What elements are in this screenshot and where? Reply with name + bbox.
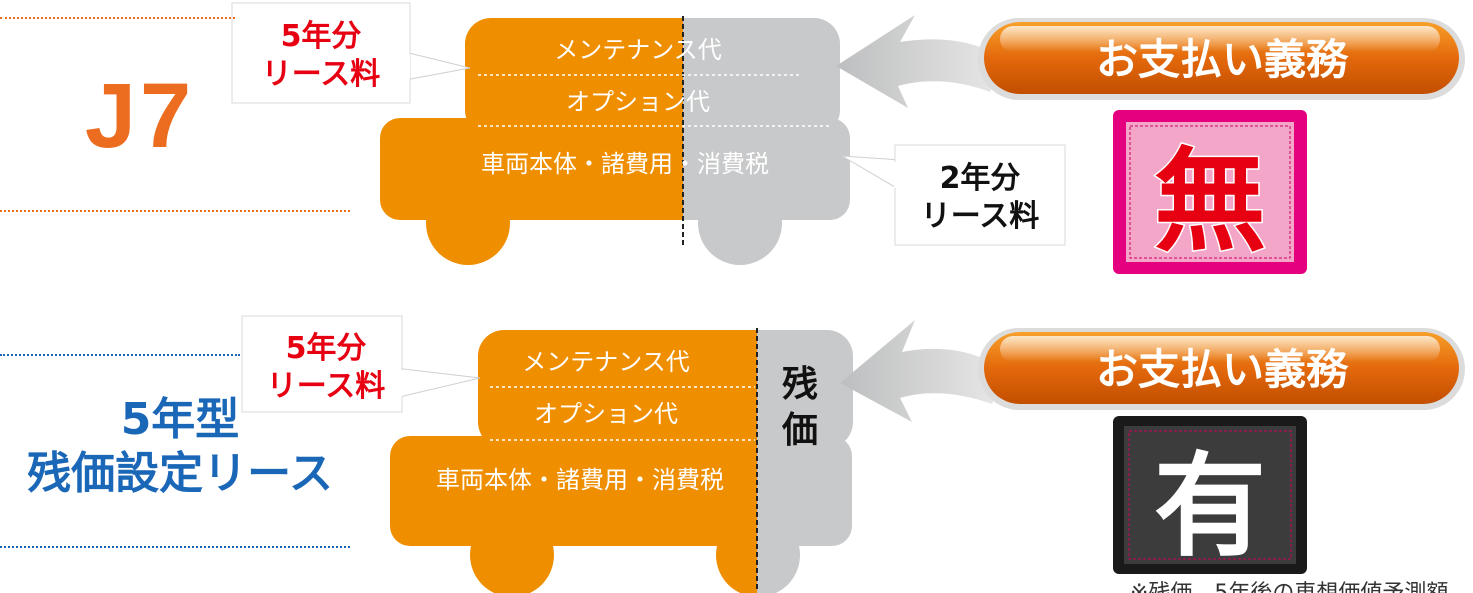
j7-two-year-text: リース料 (921, 199, 1040, 234)
residual-value-label-1: 残 (782, 364, 818, 405)
residual-top-divider (0, 354, 240, 356)
residual-lease-callout: 5年分 リース料 (241, 315, 481, 413)
j7-vehicle-label: 車両本体・諸費用・消費税 (481, 150, 769, 178)
residual-maintenance-label: メンテナンス代 (522, 348, 690, 376)
j7-truck: メンテナンス代 オプション代 車両本体・諸費用・消費税 (380, 16, 850, 265)
j7-maintenance-label: メンテナンス代 (554, 36, 722, 64)
residual-vehicle-label: 車両本体・諸費用・消費税 (436, 466, 724, 494)
residual-lease-years: 5年分 (286, 331, 367, 366)
residual-bottom-divider (0, 546, 350, 548)
j7-obligation-pill: お支払い義務 (978, 18, 1465, 100)
residual-obligation-value-box: 有 (1113, 416, 1307, 574)
j7-top-divider (0, 17, 235, 19)
residual-obligation-pill: お支払い義務 (978, 328, 1465, 410)
j7-section: メンテナンス代 オプション代 車両本体・諸費用・消費税 5年分 リース料 2年分… (231, 2, 1465, 274)
residual-arrow-icon (840, 320, 1005, 422)
j7-plan-title: J7 (84, 65, 196, 167)
j7-option-label: オプション代 (566, 88, 710, 116)
j7-lease-text: リース料 (262, 57, 381, 92)
j7-bottom-divider (0, 210, 350, 212)
j7-obligation-value-box: 無 (1113, 110, 1307, 274)
residual-obligation-value: 有 (1154, 442, 1266, 572)
residual-value-label-2: 価 (781, 410, 818, 451)
residual-section: メンテナンス代 オプション代 車両本体・諸費用・消費税 残 価 5年分 リース料… (241, 315, 1465, 593)
residual-plan-title-line1: 5年型 (120, 394, 240, 445)
j7-two-year-callout: 2年分 リース料 (841, 144, 1066, 246)
j7-obligation-label: お支払い義務 (1096, 35, 1349, 84)
residual-plan-title: 5年型 残価設定リース (0, 393, 360, 501)
residual-truck: メンテナンス代 オプション代 車両本体・諸費用・消費税 残 価 (390, 328, 853, 593)
residual-plan-title-line2: 残価設定リース (27, 448, 333, 499)
j7-lease-callout: 5年分 リース料 (231, 2, 471, 104)
j7-lease-years: 5年分 (281, 19, 362, 54)
residual-footnote: ※残価 5年後の車想価値予測額 (1130, 581, 1448, 593)
residual-option-label: オプション代 (534, 400, 678, 428)
j7-arrow-icon (836, 15, 1005, 108)
j7-two-year-years: 2年分 (940, 161, 1021, 196)
residual-lease-text: リース料 (267, 369, 386, 404)
j7-obligation-value: 無 (1154, 137, 1266, 267)
residual-obligation-label: お支払い義務 (1096, 345, 1349, 394)
